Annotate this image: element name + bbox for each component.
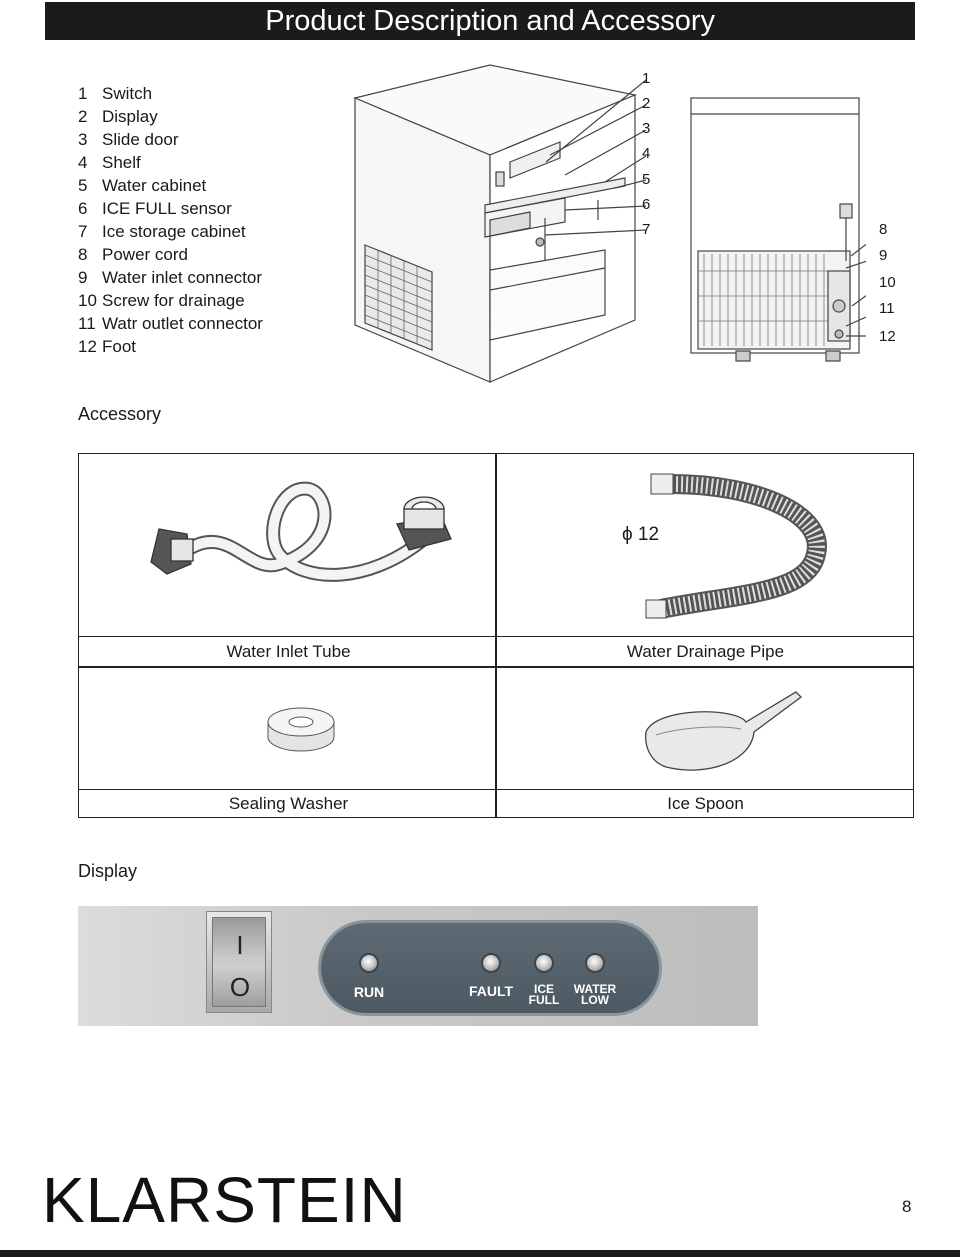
- callout-number: 4: [642, 145, 651, 162]
- ice-full-indicator-light: [534, 953, 554, 973]
- callout-number: 7: [642, 221, 651, 238]
- list-item: 6 ICE FULL sensor: [78, 197, 263, 220]
- accessory-heading: Accessory: [78, 404, 162, 424]
- part-label: Shelf: [102, 153, 141, 172]
- part-label: Foot: [102, 337, 137, 356]
- power-switch[interactable]: I O: [206, 911, 272, 1013]
- callout-number: 6: [642, 196, 651, 213]
- part-label: Switch: [102, 84, 153, 103]
- ice-spoon-illustration: [645, 691, 802, 771]
- part-label: Display: [102, 107, 158, 126]
- callout-number: 1: [642, 70, 651, 87]
- part-label: Slide door: [102, 130, 179, 149]
- list-item: 2 Display: [78, 105, 263, 128]
- water-low-label-line1: WATER: [573, 982, 617, 996]
- part-label: Water inlet connector: [102, 268, 262, 287]
- list-item: 10 Screw for drainage: [78, 289, 263, 312]
- part-label: Screw for drainage: [102, 291, 245, 310]
- part-number: 8: [78, 245, 88, 264]
- list-item: 11 Watr outlet connector: [78, 312, 263, 335]
- list-item: 8 Power cord: [78, 243, 263, 266]
- part-number: 9: [78, 268, 88, 287]
- part-number: 11: [78, 314, 96, 333]
- fault-indicator-light: [481, 953, 501, 973]
- part-number: 3: [78, 130, 88, 149]
- water-drainage-pipe-cell: ϕ 12: [495, 453, 914, 667]
- part-number: 12: [78, 337, 97, 356]
- sealing-washer-caption-cell: Sealing Washer: [78, 789, 497, 818]
- callout-number: 10: [879, 274, 896, 291]
- caption-water-drainage-pipe: Water Drainage Pipe: [626, 642, 785, 661]
- caption-ice-spoon: Ice Spoon: [667, 794, 744, 813]
- water-inlet-tube-cell: [78, 453, 497, 667]
- ice-full-label-line2: FULL: [528, 993, 560, 1007]
- switch-on-label: I: [236, 930, 244, 960]
- switch-off-label: O: [229, 972, 251, 1002]
- part-number: 7: [78, 222, 88, 241]
- accessory-table: ϕ 12 Water Inlet Tube Water Drainage Pip…: [78, 453, 914, 818]
- callout-number: 8: [879, 221, 888, 238]
- part-label: Ice storage cabinet: [102, 222, 246, 241]
- callout-number: 9: [879, 247, 888, 264]
- ice-spoon-caption-cell: Ice Spoon: [495, 789, 914, 818]
- part-number: 10: [78, 291, 97, 310]
- fault-label: FAULT: [468, 983, 514, 999]
- caption-water-inlet-tube: Water Inlet Tube: [226, 642, 351, 661]
- bottom-rule: [0, 1250, 960, 1257]
- water-low-label-line2: LOW: [581, 993, 609, 1007]
- water-inlet-tube-caption-cell: Water Inlet Tube: [78, 636, 497, 668]
- part-number: 4: [78, 153, 88, 172]
- part-number: 6: [78, 199, 88, 218]
- part-label: Water cabinet: [102, 176, 207, 195]
- callout-number: 5: [642, 171, 651, 188]
- page-number: 8: [902, 1197, 912, 1216]
- list-item: 3 Slide door: [78, 128, 263, 151]
- list-item: 12 Foot: [78, 335, 263, 358]
- caption-sealing-washer: Sealing Washer: [228, 794, 349, 813]
- part-label: ICE FULL sensor: [102, 199, 232, 218]
- callout-number: 3: [642, 120, 651, 137]
- display-panel: I O RUN FAULT ICE FULL WATER LOW: [78, 906, 758, 1026]
- part-label: Watr outlet connector: [102, 314, 263, 333]
- title-bar: Product Description and Accessory: [45, 2, 915, 40]
- run-label: RUN: [353, 984, 385, 1000]
- water-drainage-pipe-illustration: [645, 473, 827, 619]
- part-number: 1: [78, 84, 88, 103]
- diameter-label: ϕ 12: [622, 524, 660, 545]
- sealing-washer-illustration: [267, 707, 335, 752]
- water-drainage-pipe-caption-cell: Water Drainage Pipe: [495, 636, 914, 668]
- power-switch-rocker[interactable]: I O: [212, 917, 266, 1007]
- part-label: Power cord: [102, 245, 188, 264]
- ice-maker-back-drawing: [690, 97, 866, 362]
- display-heading: Display: [78, 861, 138, 881]
- list-item: 5 Water cabinet: [78, 174, 263, 197]
- list-item: 1 Switch: [78, 82, 263, 105]
- part-number: 5: [78, 176, 88, 195]
- callout-number: 11: [879, 300, 895, 317]
- list-item: 7 Ice storage cabinet: [78, 220, 263, 243]
- list-item: 4 Shelf: [78, 151, 263, 174]
- part-number: 2: [78, 107, 88, 126]
- callout-number: 2: [642, 95, 651, 112]
- ice-full-label-line1: ICE: [533, 982, 554, 996]
- callout-number: 12: [879, 328, 896, 345]
- water-inlet-tube-illustration: [150, 481, 452, 582]
- indicator-panel: RUN FAULT ICE FULL WATER LOW: [318, 920, 662, 1016]
- water-low-indicator-light: [585, 953, 605, 973]
- run-indicator-light: [359, 953, 379, 973]
- list-item: 9 Water inlet connector: [78, 266, 263, 289]
- page-title: Product Description and Accessory: [265, 5, 715, 37]
- brand-logo: KLARSTEIN: [42, 1164, 407, 1236]
- ice-maker-front-drawing: [353, 64, 647, 383]
